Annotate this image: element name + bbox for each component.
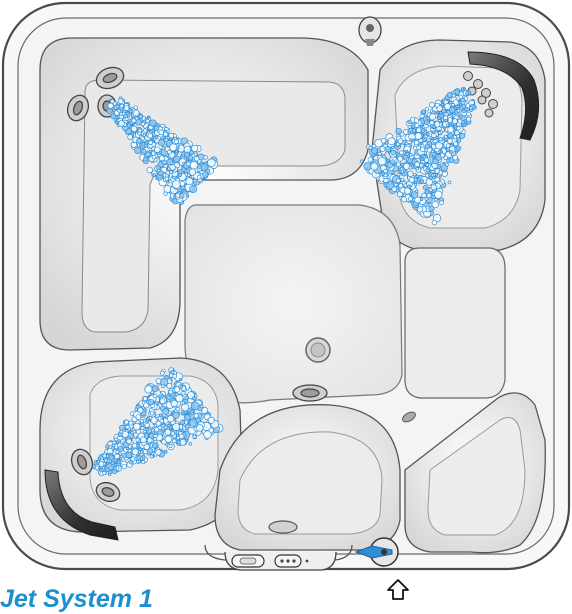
jet-fitting-front-seat — [269, 521, 297, 533]
control-panel-icon — [225, 552, 336, 570]
seat-right — [405, 248, 505, 398]
jet-fitting-footwell-front — [293, 385, 327, 401]
up-arrow-outline-icon — [388, 580, 408, 599]
